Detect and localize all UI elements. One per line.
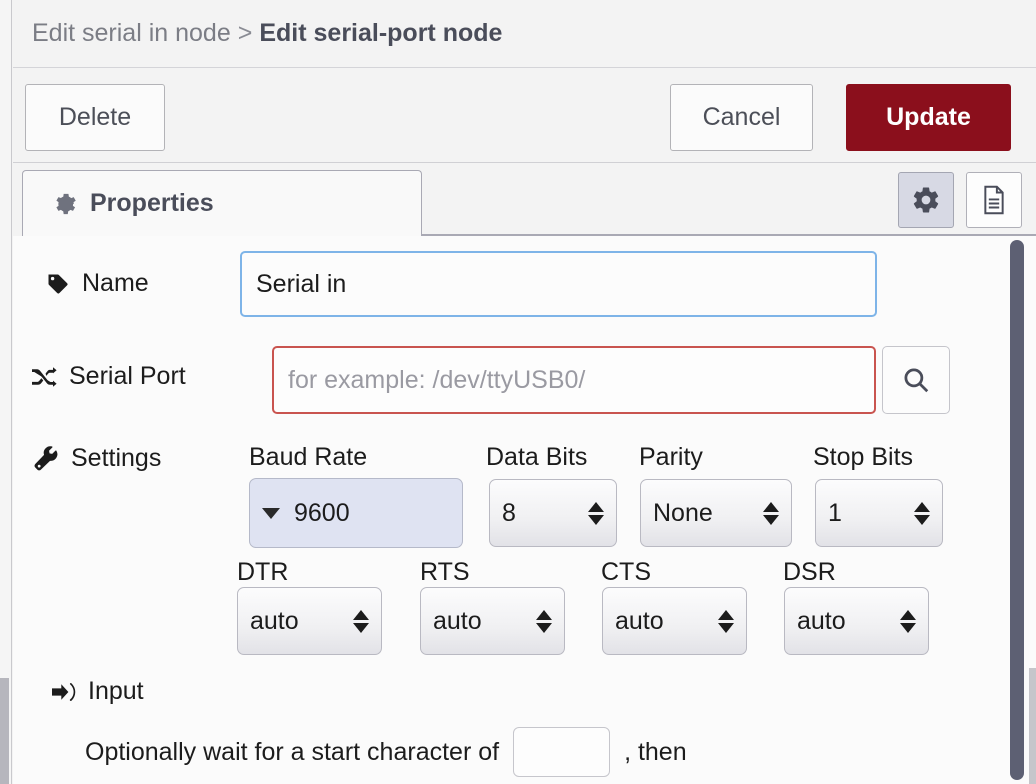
stop-bits-select[interactable]: 1 [815, 479, 943, 547]
properties-form: Name Serial Port [13, 236, 1036, 784]
start-character-row: Optionally wait for a start character of… [85, 727, 687, 777]
field-row-name: Name [46, 269, 149, 298]
serial-port-label: Serial Port [31, 362, 186, 391]
arrow-into-icon [51, 681, 77, 703]
gear-icon [911, 185, 941, 215]
tab-properties[interactable]: Properties [22, 170, 422, 236]
search-icon [901, 365, 931, 395]
start-character-text-after: , then [624, 737, 687, 766]
start-character-input[interactable] [513, 727, 611, 777]
rts-header: RTS [420, 558, 470, 586]
parity-header: Parity [639, 443, 703, 471]
baud-rate-value: 9600 [294, 498, 350, 527]
spinner-icon [353, 609, 369, 633]
cts-header: CTS [601, 558, 651, 586]
field-row-serial-port: Serial Port [31, 362, 186, 391]
start-character-text-before: Optionally wait for a start character of [85, 737, 500, 766]
breadcrumb-parent[interactable]: Edit serial in node [32, 19, 231, 47]
wrench-icon [33, 445, 59, 472]
update-button[interactable]: Update [846, 84, 1011, 151]
dialog-toolbar: Delete Cancel Update [13, 69, 1036, 163]
name-label: Name [46, 269, 149, 298]
tab-strip: Properties [13, 164, 1036, 236]
dsr-value: auto [797, 606, 846, 635]
document-icon [980, 185, 1008, 215]
settings-label: Settings [33, 444, 161, 473]
dialog-header: Edit serial in node>Edit serial-port nod… [13, 0, 1036, 68]
serial-port-input[interactable] [272, 346, 876, 414]
field-row-settings: Settings [33, 444, 161, 473]
form-scrollbar-thumb[interactable] [1010, 240, 1024, 780]
parity-value: None [653, 498, 713, 527]
spinner-icon [763, 501, 779, 525]
settings-toggle-button[interactable] [898, 172, 954, 228]
dtr-select[interactable]: auto [237, 587, 382, 655]
parity-select[interactable]: None [640, 479, 792, 547]
baud-rate-header: Baud Rate [249, 443, 368, 471]
dtr-value: auto [250, 606, 299, 635]
tab-properties-label: Properties [90, 189, 214, 217]
breadcrumb: Edit serial in node>Edit serial-port nod… [32, 19, 502, 48]
data-bits-value: 8 [502, 498, 516, 527]
spinner-icon [588, 501, 604, 525]
shuffle-icon [31, 365, 57, 389]
tag-icon [46, 272, 70, 296]
serial-port-label-text: Serial Port [69, 362, 186, 390]
description-button[interactable] [966, 172, 1022, 228]
cancel-button[interactable]: Cancel [670, 84, 813, 151]
rts-select[interactable]: auto [420, 587, 565, 655]
dtr-header: DTR [237, 558, 289, 586]
gear-icon [51, 191, 77, 217]
settings-label-text: Settings [71, 444, 162, 472]
input-section-header: Input [51, 677, 144, 706]
breadcrumb-current: Edit serial-port node [259, 19, 503, 47]
dsr-select[interactable]: auto [784, 587, 929, 655]
cts-select[interactable]: auto [602, 587, 747, 655]
breadcrumb-separator: > [237, 19, 253, 47]
input-section-label: Input [88, 677, 144, 705]
stop-bits-value: 1 [828, 498, 842, 527]
data-bits-header: Data Bits [486, 443, 588, 471]
dsr-header: DSR [783, 558, 836, 586]
serial-port-search-button[interactable] [882, 346, 950, 414]
chevron-down-icon [262, 507, 280, 519]
dialog-scrollbar-right[interactable] [1029, 668, 1036, 784]
stop-bits-header: Stop Bits [813, 443, 914, 471]
delete-button[interactable]: Delete [25, 84, 165, 151]
data-bits-select[interactable]: 8 [489, 479, 617, 547]
name-input[interactable] [240, 251, 877, 317]
spinner-icon [536, 609, 552, 633]
name-label-text: Name [82, 269, 149, 297]
tab-strip-underline [422, 234, 1036, 236]
cts-value: auto [615, 606, 664, 635]
dialog-left-gutter [0, 0, 12, 784]
rts-value: auto [433, 606, 482, 635]
dialog-scrollbar-left[interactable] [0, 678, 9, 784]
spinner-icon [914, 501, 930, 525]
baud-rate-select[interactable]: 9600 [249, 478, 463, 548]
spinner-icon [900, 609, 916, 633]
spinner-icon [718, 609, 734, 633]
